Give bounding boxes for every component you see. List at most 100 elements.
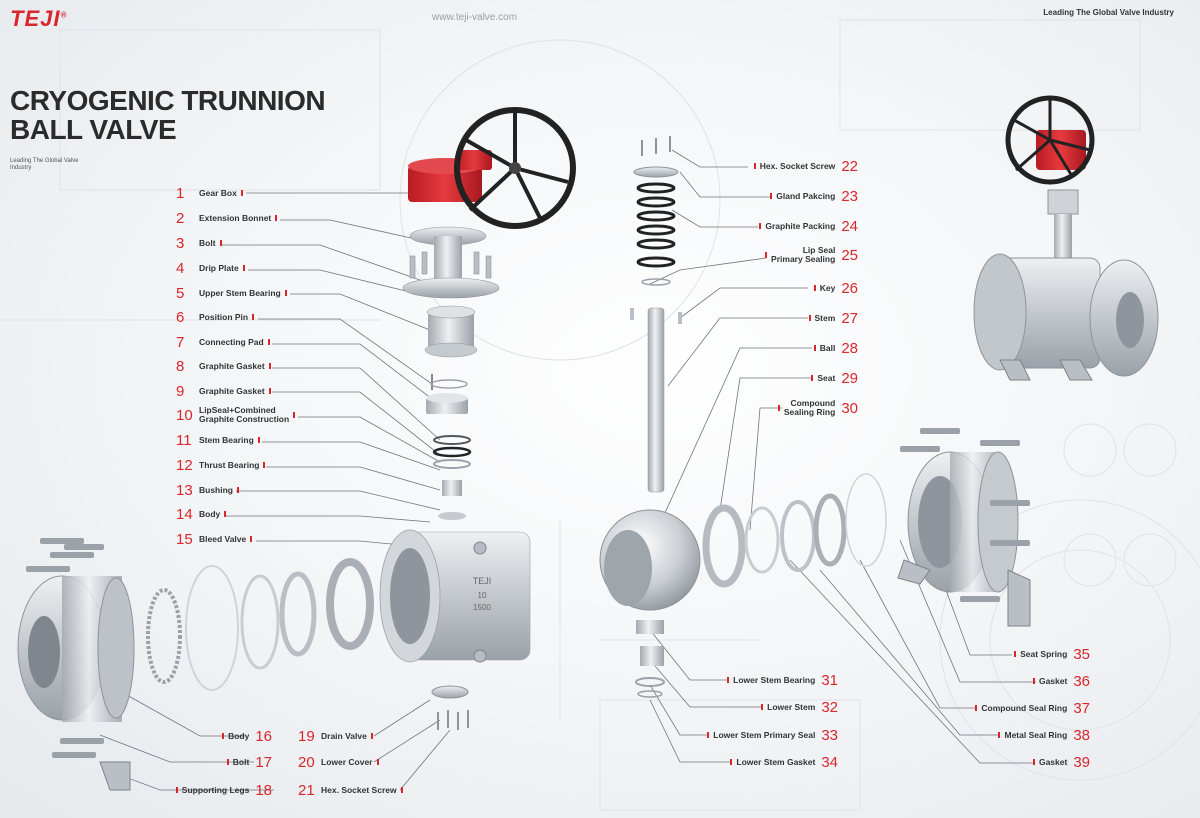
callout-marker bbox=[219, 240, 222, 246]
part-label-29: Seat 29 bbox=[807, 367, 858, 389]
callout-marker bbox=[813, 285, 816, 291]
part-name: Supporting Legs bbox=[181, 784, 250, 795]
body-size-mark: 10 bbox=[478, 591, 487, 600]
title-line-1: CRYOGENIC TRUNNION bbox=[10, 85, 326, 116]
body-main: TEJI 10 1500 bbox=[379, 529, 531, 663]
callout-marker bbox=[267, 339, 270, 345]
brand-logo: TEJI® bbox=[10, 6, 68, 31]
part-name: Lower Stem bbox=[767, 701, 816, 712]
part-number: 37 bbox=[1073, 699, 1090, 717]
callout-marker bbox=[811, 375, 814, 381]
part-label-13: 13 Bushing bbox=[176, 479, 243, 501]
body-brand-mark: TEJI bbox=[473, 576, 492, 586]
part-name: Connecting Pad bbox=[199, 336, 264, 347]
part-name: Stem Bearing bbox=[199, 434, 254, 445]
part-number: 38 bbox=[1073, 726, 1090, 744]
part-name: Extension Bonnet bbox=[199, 212, 272, 223]
part-name: Drip Plate bbox=[199, 262, 239, 273]
part-label-32: Lower Stem 32 bbox=[757, 696, 838, 718]
leader-lines-right bbox=[649, 149, 1036, 764]
ball-and-seats bbox=[599, 473, 887, 698]
part-name: Hex. Socket Screw bbox=[759, 160, 836, 171]
lower-cover-parts bbox=[431, 685, 469, 730]
part-name: Seat bbox=[817, 372, 836, 383]
part-number: 6 bbox=[176, 308, 185, 326]
callout-marker bbox=[268, 363, 271, 369]
part-number: 10 bbox=[176, 406, 193, 424]
part-number: 22 bbox=[841, 157, 858, 175]
part-number: 13 bbox=[176, 481, 193, 499]
callout-marker bbox=[370, 733, 373, 739]
callout-marker bbox=[224, 511, 227, 517]
callout-marker bbox=[998, 732, 1001, 738]
part-label-3: 3 Bolt bbox=[176, 232, 226, 254]
part-name: Lower Stem Bearing bbox=[733, 674, 816, 685]
part-number: 16 bbox=[255, 727, 272, 745]
page-title: CRYOGENIC TRUNNION BALL VALVE bbox=[10, 85, 326, 145]
callout-marker bbox=[400, 787, 403, 793]
part-number: 25 bbox=[841, 246, 858, 264]
part-number: 27 bbox=[841, 309, 858, 327]
part-number: 29 bbox=[841, 369, 858, 387]
callout-marker bbox=[252, 314, 255, 320]
part-name: Gasket bbox=[1038, 675, 1068, 686]
part-label-35: Seat Spring 35 bbox=[1010, 643, 1090, 665]
callout-marker bbox=[293, 412, 296, 418]
body-class-mark: 1500 bbox=[473, 603, 491, 612]
part-number: 34 bbox=[821, 753, 838, 771]
callout-marker bbox=[222, 733, 225, 739]
callout-marker bbox=[753, 163, 756, 169]
part-name: Bushing bbox=[199, 484, 233, 495]
callout-marker bbox=[707, 732, 710, 738]
part-number: 30 bbox=[841, 399, 858, 417]
part-number: 7 bbox=[176, 333, 185, 351]
part-number: 32 bbox=[821, 698, 838, 716]
callout-marker bbox=[759, 223, 762, 229]
callout-marker bbox=[284, 290, 287, 296]
callout-marker bbox=[727, 677, 730, 683]
callout-marker bbox=[376, 759, 379, 765]
callout-marker bbox=[1014, 651, 1017, 657]
part-label-15: 15 Bleed Valve bbox=[176, 528, 256, 550]
part-number: 3 bbox=[176, 234, 185, 252]
part-name: Seat Spring bbox=[1020, 648, 1068, 659]
part-name: Graphite Gasket bbox=[199, 385, 265, 396]
part-name: Graphite Packing bbox=[765, 220, 836, 231]
part-number: 19 bbox=[298, 727, 315, 745]
callout-marker bbox=[257, 437, 260, 443]
part-name: Bolt bbox=[232, 756, 250, 767]
part-label-7: 7 Connecting Pad bbox=[176, 331, 274, 353]
title-tagline: Leading The Global Valve Industry bbox=[10, 158, 79, 171]
title-line-2: BALL VALVE bbox=[10, 114, 177, 145]
part-number: 35 bbox=[1073, 645, 1090, 663]
callout-marker bbox=[250, 536, 253, 542]
part-name: Bolt bbox=[199, 237, 216, 248]
part-number: 15 bbox=[176, 530, 193, 548]
part-name: Bleed Valve bbox=[199, 533, 247, 544]
bonnet-stack bbox=[402, 226, 500, 520]
part-label-22: Hex. Socket Screw 22 bbox=[750, 155, 858, 177]
callout-marker bbox=[808, 315, 811, 321]
